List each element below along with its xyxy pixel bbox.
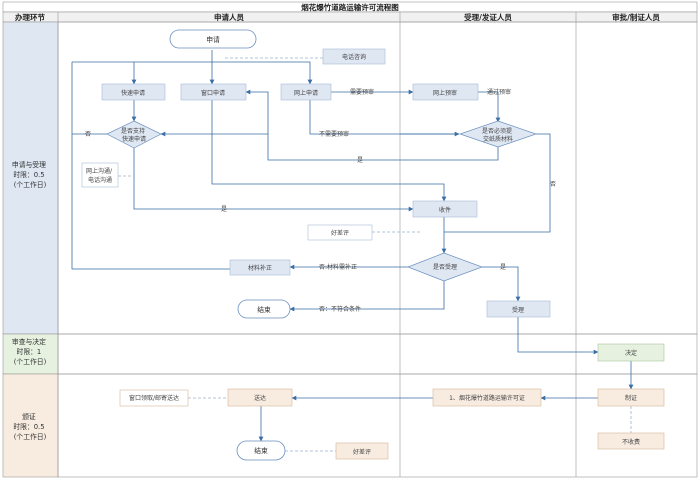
- node-end-1-label: 结束: [257, 305, 271, 314]
- node-online-apply: [280, 83, 332, 101]
- node-permit-label: 1、烟花爆竹道路运输许可证: [449, 394, 525, 402]
- diagram-title: 烟花爆竹道路运输许可流程图: [301, 2, 399, 12]
- edge-yes-3: 是: [500, 264, 506, 271]
- node-deliver-label: 送达: [254, 394, 266, 402]
- node-fast-apply-label: 快速申请: [121, 89, 145, 97]
- node-pickup: [119, 389, 189, 407]
- node-no-fee: [597, 432, 665, 450]
- lane-3-label: 颁证 时限：0.5 (个工作日): [13, 412, 46, 441]
- node-decide: [597, 343, 665, 362]
- node-end-2-label: 结束: [254, 446, 268, 455]
- node-supplement-label: 材料补正: [248, 264, 272, 272]
- edge-yes-1: 是: [357, 157, 363, 164]
- edge-no-2: 否: [550, 181, 556, 188]
- node-need-submit: [458, 120, 538, 148]
- connectors: [71, 50, 634, 452]
- edge-need-pre: 需要预审: [350, 88, 374, 96]
- edge-pass-pre: 通过预审: [487, 88, 511, 96]
- node-accept: [486, 300, 551, 318]
- node-support-fast: [106, 120, 162, 149]
- node-apply-label: 申请: [206, 35, 220, 44]
- header-row: [2, 11, 698, 23]
- node-accept-label: 受理: [512, 306, 524, 314]
- node-phone: [322, 48, 386, 65]
- node-good-review-2-label: 好差评: [353, 448, 371, 456]
- lane-1-label: 申请与受理 时限：0.5 (个工作日): [12, 160, 48, 189]
- node-pickup-label: 窗口领取/邮寄送达: [129, 394, 179, 402]
- node-online-pre: [412, 83, 479, 101]
- node-fast-apply: [101, 83, 166, 101]
- node-deliver: [227, 388, 293, 407]
- node-make-cert-label: 制证: [625, 394, 637, 402]
- node-receive-label: 收件: [439, 206, 451, 214]
- node-permit: [432, 388, 542, 407]
- node-decide-label: 决定: [625, 349, 637, 357]
- node-support-fast-label: 是否支持 快速申请: [121, 127, 147, 143]
- node-online-pre-label: 网上预审: [433, 89, 457, 97]
- edge-no-supplement: 否:材料需补正: [319, 263, 357, 271]
- lane-2-label: 审查与决定 时限：1 (个工作日): [12, 337, 48, 366]
- lane-1-label-cell: [2, 21, 59, 335]
- node-online-comm-label: 网上沟通/ 电话沟通: [86, 167, 114, 184]
- node-supplement: [229, 259, 291, 276]
- node-apply: [169, 29, 257, 49]
- header-approver: 审批/制证人员: [612, 12, 660, 22]
- edge-labels: 需要预审 通过预审 不需要预审 否 是 是 否 是 否:材料需补正 否：不符合条…: [85, 88, 556, 313]
- edge-no-pre: 不需要预审: [319, 130, 349, 138]
- node-online-comm: [81, 162, 119, 188]
- node-good-review-2: [335, 442, 389, 460]
- lane-3-label-cell: [2, 373, 59, 478]
- node-accept-q-label: 是否受理: [433, 263, 457, 271]
- node-end-1: [237, 299, 291, 319]
- node-no-fee-label: 不收费: [622, 438, 640, 446]
- edge-yes-2: 是: [221, 206, 227, 213]
- node-make-cert: [597, 388, 665, 407]
- edge-no-reject: 否：不符合条件: [319, 305, 361, 313]
- node-receive: [412, 200, 478, 218]
- node-accept-q: [407, 252, 484, 282]
- node-good-review-1: [307, 224, 373, 241]
- node-online-apply-label: 网上申请: [294, 89, 318, 97]
- node-window-apply: [180, 83, 247, 101]
- node-end-2: [236, 440, 286, 461]
- edge-no-1: 否: [85, 131, 91, 138]
- node-window-apply-label: 窗口申请: [201, 89, 225, 97]
- header-stage: 办理环节: [15, 12, 45, 22]
- header-acceptor: 受理/发证人员: [464, 12, 512, 22]
- node-phone-label: 电话咨询: [342, 53, 366, 61]
- node-good-review-1-label: 好差评: [331, 229, 349, 237]
- header-applicant: 申请人员: [214, 12, 244, 22]
- node-need-submit-label: 是否必须提 交纸质材料: [482, 127, 514, 143]
